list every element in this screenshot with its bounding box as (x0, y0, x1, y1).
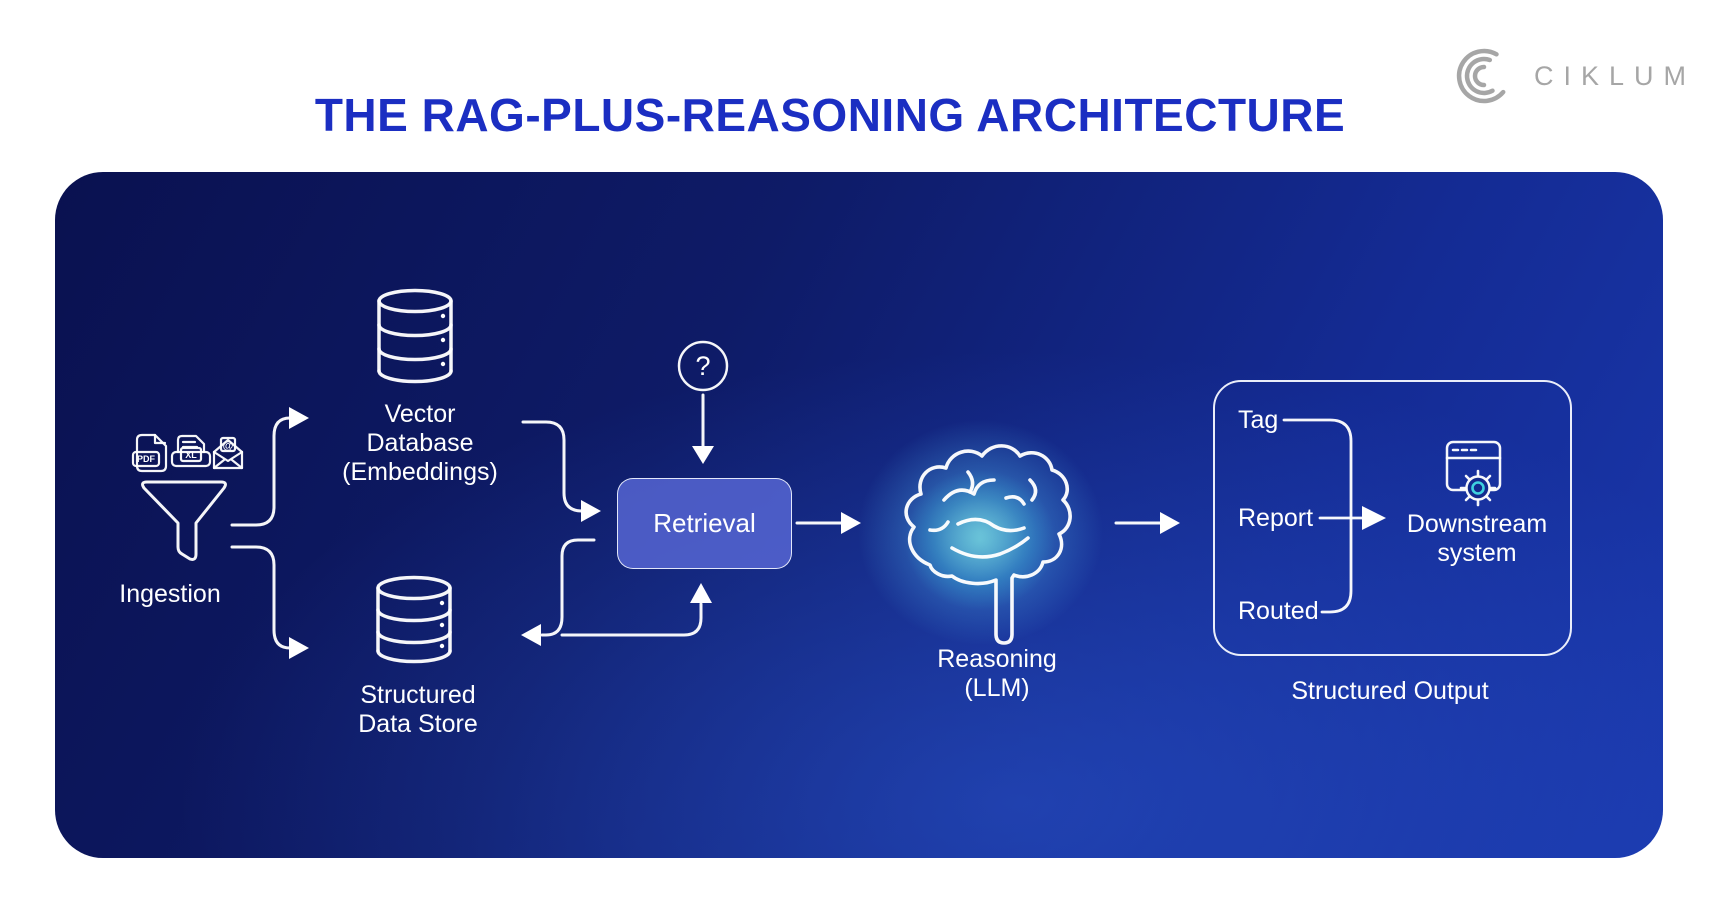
reasoning-label-line1: Reasoning (937, 645, 1057, 673)
ciklum-logo: CIKLUM (1452, 42, 1696, 110)
ciklum-arcs-icon (1456, 48, 1506, 104)
pdf-file-icon (131, 433, 168, 473)
email-icon (212, 436, 244, 470)
retrieval-label: Retrieval (653, 508, 756, 538)
email-at-symbol: @ (223, 440, 234, 452)
page-title: THE RAG-PLUS-REASONING ARCHITECTURE (314, 89, 1346, 141)
arrowhead-query (692, 446, 714, 464)
structured-data-store-label: Structured Data Store (318, 681, 518, 739)
vector-database-label: Vector Database (Embeddings) (320, 400, 520, 487)
downstream-system-icon (1445, 440, 1502, 507)
downstream-system-label-line1: Downstream (1406, 510, 1548, 538)
downstream-system-label-line2: system (1437, 539, 1517, 567)
arrowhead-downstream (1362, 506, 1386, 530)
arrow-ingestion-to-vector-db (230, 416, 292, 527)
arrowhead-into-retrieval-left (581, 500, 601, 522)
ingestion-label: Ingestion (119, 580, 221, 608)
gear-icon (1459, 469, 1497, 507)
arrowhead-to-vector-db (289, 407, 309, 429)
arrowhead-to-structured-store (289, 637, 309, 659)
vector-database-icon (377, 288, 453, 384)
line-retrieval-to-store (540, 538, 596, 637)
vector-database-label-line1: Vector (384, 400, 456, 428)
output-item-routed: Routed (1238, 597, 1319, 625)
query-circle-icon (677, 340, 729, 392)
arrowhead-output (1160, 512, 1180, 534)
ciklum-logo-text: CIKLUM (1534, 60, 1697, 91)
downstream-system-label: Downstream system (1377, 510, 1577, 568)
arrow-vector-db-to-retrieval (521, 420, 584, 513)
pdf-icon-label: PDF (137, 454, 156, 464)
output-bracket (1282, 418, 1364, 614)
brain-glow-inner (905, 470, 1055, 610)
structured-data-store-label-line1: Structured (360, 681, 476, 709)
reasoning-label: Reasoning (LLM) (897, 645, 1097, 703)
reasoning-label-line2: (LLM) (964, 674, 1030, 702)
brain-icon (904, 444, 1072, 645)
arrow-ingestion-to-structured-store (230, 545, 292, 650)
output-item-report: Report (1238, 504, 1314, 532)
arrowhead-into-retrieval-bottom (690, 583, 712, 603)
vector-database-label-line3: (Embeddings) (342, 458, 498, 486)
funnel-icon (141, 480, 227, 561)
query-symbol: ? (695, 351, 711, 381)
vector-database-label-line2: Database (366, 429, 474, 457)
arrowhead-into-store (521, 624, 541, 646)
line-store-to-retrieval (560, 602, 703, 637)
structured-output-label: Structured Output (1291, 677, 1489, 705)
arrowhead-reasoning (841, 512, 861, 534)
structured-data-store-icon (376, 575, 452, 664)
xl-icon-label: XL (185, 450, 197, 460)
output-item-tag: Tag (1238, 406, 1279, 434)
structured-output-box (1213, 380, 1572, 656)
xlsx-file-icon (170, 434, 212, 468)
retrieval-node: Retrieval (617, 478, 792, 569)
structured-data-store-label-line2: Data Store (358, 710, 478, 738)
